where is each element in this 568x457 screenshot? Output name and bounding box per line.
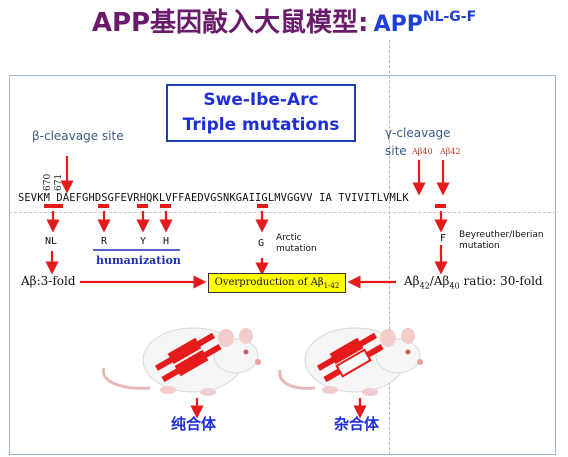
mutation-y: Y: [140, 236, 147, 247]
guide-vertical: [389, 40, 390, 455]
beyreuther-line2: mutation: [459, 241, 500, 251]
highlight-e: [257, 204, 268, 208]
highlight-f: [137, 204, 148, 208]
diagram-frame: [9, 75, 556, 455]
humanization-label: humanization: [96, 254, 181, 267]
highlight-i: [435, 204, 446, 208]
homozygous-label: 纯合体: [171, 415, 217, 433]
ab42-label: Aβ42: [440, 147, 461, 156]
mutation-g: G: [258, 238, 265, 249]
arctic-line1: Arctic: [276, 233, 302, 243]
beta-cleavage-label: β-cleavage site: [32, 129, 124, 143]
heterozygous-label: 杂合体: [334, 415, 380, 433]
arctic-line2: mutation: [276, 244, 317, 254]
ab-fold-label: Aβ:3-fold: [21, 274, 76, 288]
overproduction-text: Overproduction of Aβ: [214, 277, 324, 288]
highlight-r: [160, 204, 171, 208]
mutation-nl: NL: [45, 236, 58, 247]
beyreuther-line1: Beyreuther/Iberian: [459, 230, 544, 240]
gamma-site-label: site: [385, 144, 407, 158]
guide-horizontal: [9, 212, 556, 213]
page-title: APP基因敲入大鼠模型: APPNL-G-F: [0, 2, 568, 39]
title-superscript: NL-G-F: [422, 9, 477, 25]
rat-homozygous-icon: [101, 327, 261, 396]
triple-mutations-box: Swe-Ibe-Arc Triple mutations: [166, 84, 356, 142]
rat-heterozygous-icon: [278, 327, 423, 396]
ratio-b-sub: 40: [449, 281, 460, 291]
ratio-label: Aβ42/Aβ40 ratio: 30-fold: [404, 274, 543, 290]
ratio-text: ratio: 30-fold: [459, 274, 543, 288]
ratio-a-sub: 42: [419, 281, 430, 291]
mutation-r: R: [101, 236, 108, 247]
triple-box-line1: Swe-Ibe-Arc: [203, 90, 319, 110]
title-main: APP基因敲入大鼠模型:: [91, 8, 369, 38]
mutation-h: H: [163, 236, 170, 247]
overproduction-box: Overproduction of Aβ1-42: [208, 273, 346, 293]
highlight-g: [98, 204, 109, 208]
highlight-km: [44, 204, 63, 208]
ratio-slash: /Aβ: [429, 274, 450, 288]
title-model: APP: [373, 12, 423, 37]
ratio-a: Aβ: [404, 274, 420, 288]
ab40-label: Aβ40: [412, 147, 433, 156]
overproduction-sub: 1-42: [323, 282, 340, 290]
gamma-cleavage-label: γ-cleavage: [385, 126, 451, 140]
app-sequence: SEVKM DAEFGHDSGFEVRHQKLVFFAEDVGSNKGAIIGL…: [18, 192, 409, 204]
mutation-f: F: [440, 233, 447, 244]
triple-box-line2: Triple mutations: [182, 115, 340, 135]
